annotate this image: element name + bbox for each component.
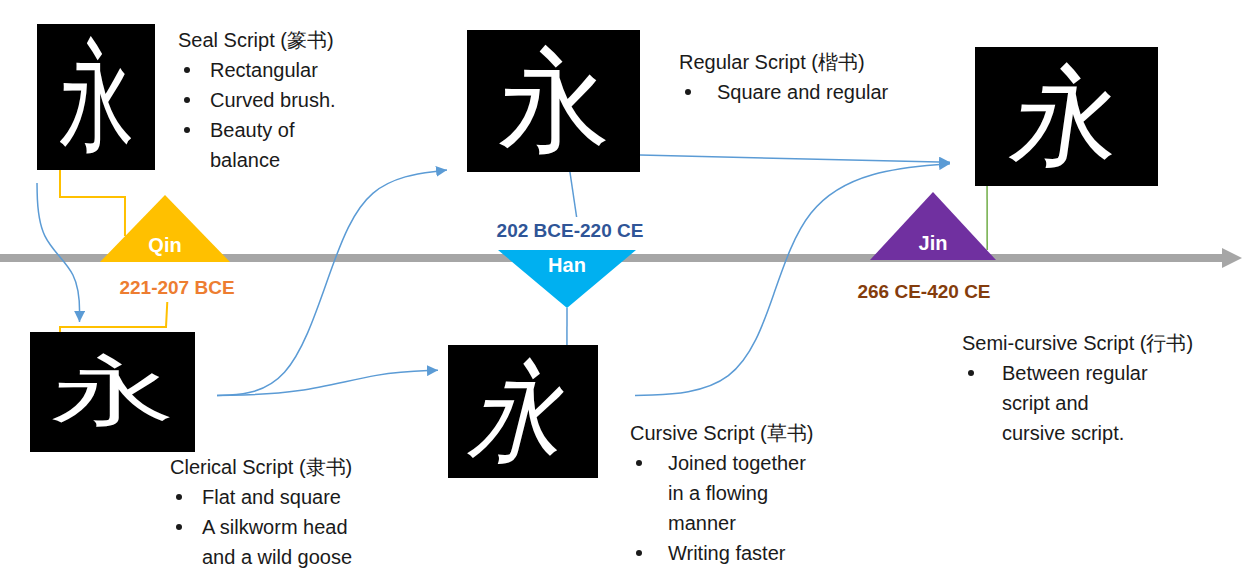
feature-bullet: Beauty of balance	[210, 115, 350, 175]
bullet-item: Between regular script and cursive scrip…	[962, 358, 1193, 448]
triangle-fill	[870, 192, 996, 260]
bullet-dot	[184, 67, 190, 73]
script-heading: Clerical Script (隶书)	[170, 452, 377, 482]
dynasty-triangle: Han202 BCE-220 CE	[498, 250, 636, 308]
feature-bullet: Square and regular	[717, 77, 947, 107]
feature-bullet: A silkworm head and a wild goose	[202, 512, 377, 572]
bullet-dot	[184, 127, 190, 133]
calligraphy-glyph: 永	[59, 37, 134, 157]
dynasty-dates: 202 BCE-220 CE	[497, 220, 644, 241]
bullet-item: Rectangular	[178, 55, 350, 85]
feature-bullet: Writing faster	[668, 538, 818, 568]
label-holder: Han	[498, 253, 636, 277]
dynasty-triangle: Jin266 CE-420 CE	[870, 192, 996, 260]
dynasty-dates: 266 CE-420 CE	[857, 281, 990, 302]
bullet-dot	[636, 550, 642, 556]
bullet-item: A silkworm head and a wild goose	[170, 512, 377, 572]
calligraphy-glyph: 永	[1005, 63, 1128, 171]
feature-bullet: Rectangular	[210, 55, 350, 85]
script-sample-box: 永Cursive Script (草书)Joined together in a…	[448, 345, 598, 478]
feature-bullet: Flat and square	[202, 482, 377, 512]
feature-bullet: Joined together in a flowing manner	[668, 448, 818, 538]
era-link-line	[570, 172, 577, 217]
label-holder: Jin	[870, 231, 996, 255]
era-link-line	[60, 170, 125, 236]
evolution-arrow	[217, 370, 438, 395]
calligraphy-glyph: 永	[50, 354, 174, 429]
evolution-arrow	[640, 155, 950, 162]
bullet-item: Writing faster	[630, 538, 818, 568]
timeline-arrowhead	[1222, 248, 1242, 268]
bullet-item: Square and regular	[679, 77, 947, 107]
script-sample-box: 永Semi-cursive Script (行书)Between regular…	[975, 47, 1158, 186]
bullet-dot	[685, 89, 691, 95]
era-link-line	[986, 186, 988, 250]
era-link-line	[566, 308, 568, 345]
dynasty-dates: 221-207 BCE	[119, 277, 234, 298]
evolution-arrow	[635, 164, 950, 396]
caption-block: Seal Script (篆书)RectangularCurved brush.…	[178, 25, 350, 175]
bullet-dot	[176, 524, 182, 530]
caption-block: Cursive Script (草书)Joined together in a …	[630, 418, 818, 568]
dynasty-name: Han	[548, 254, 586, 276]
evolution-arrow	[37, 183, 80, 322]
bullet-item: Joined together in a flowing manner	[630, 448, 818, 538]
caption-block: Clerical Script (隶书)Flat and squareA sil…	[170, 452, 377, 572]
calligraphy-glyph: 永	[498, 45, 610, 157]
dynasty-triangle: Qin221-207 BCE	[100, 195, 230, 262]
bullet-dot	[176, 494, 182, 500]
script-heading: Regular Script (楷书)	[679, 47, 947, 77]
date-holder: 266 CE-420 CE	[857, 280, 990, 304]
bullet-item: Curved brush.	[178, 85, 350, 115]
triangle-fill	[100, 195, 230, 262]
label-holder: Qin	[100, 233, 230, 257]
bullet-item: Beauty of balance	[178, 115, 350, 175]
dynasty-name: Jin	[919, 232, 948, 254]
date-holder: 221-207 BCE	[119, 276, 234, 300]
script-sample-box: 永Clerical Script (隶书)Flat and squareA si…	[30, 332, 195, 452]
calligraphy-glyph: 永	[463, 357, 584, 466]
bullet-dot	[636, 460, 642, 466]
bullet-dot	[968, 370, 974, 376]
caption-block: Semi-cursive Script (行书)Between regular …	[962, 328, 1193, 448]
script-sample-box: 永Seal Script (篆书)RectangularCurved brush…	[37, 24, 155, 170]
evolution-arrow	[217, 170, 447, 396]
feature-bullet: Between regular script and cursive scrip…	[1002, 358, 1152, 448]
dynasty-name: Qin	[148, 234, 181, 256]
caption-block: Regular Script (楷书)Square and regular	[679, 47, 947, 107]
script-heading: Seal Script (篆书)	[178, 25, 350, 55]
script-sample-box: 永Regular Script (楷书)Square and regular	[467, 30, 640, 172]
era-link-line	[60, 302, 167, 332]
script-heading: Cursive Script (草书)	[630, 418, 818, 448]
feature-bullet: Curved brush.	[210, 85, 350, 115]
script-heading: Semi-cursive Script (行书)	[962, 328, 1193, 358]
bullet-dot	[184, 97, 190, 103]
triangle-fill	[498, 250, 636, 308]
date-holder: 202 BCE-220 CE	[497, 219, 644, 243]
bullet-item: Flat and square	[170, 482, 377, 512]
